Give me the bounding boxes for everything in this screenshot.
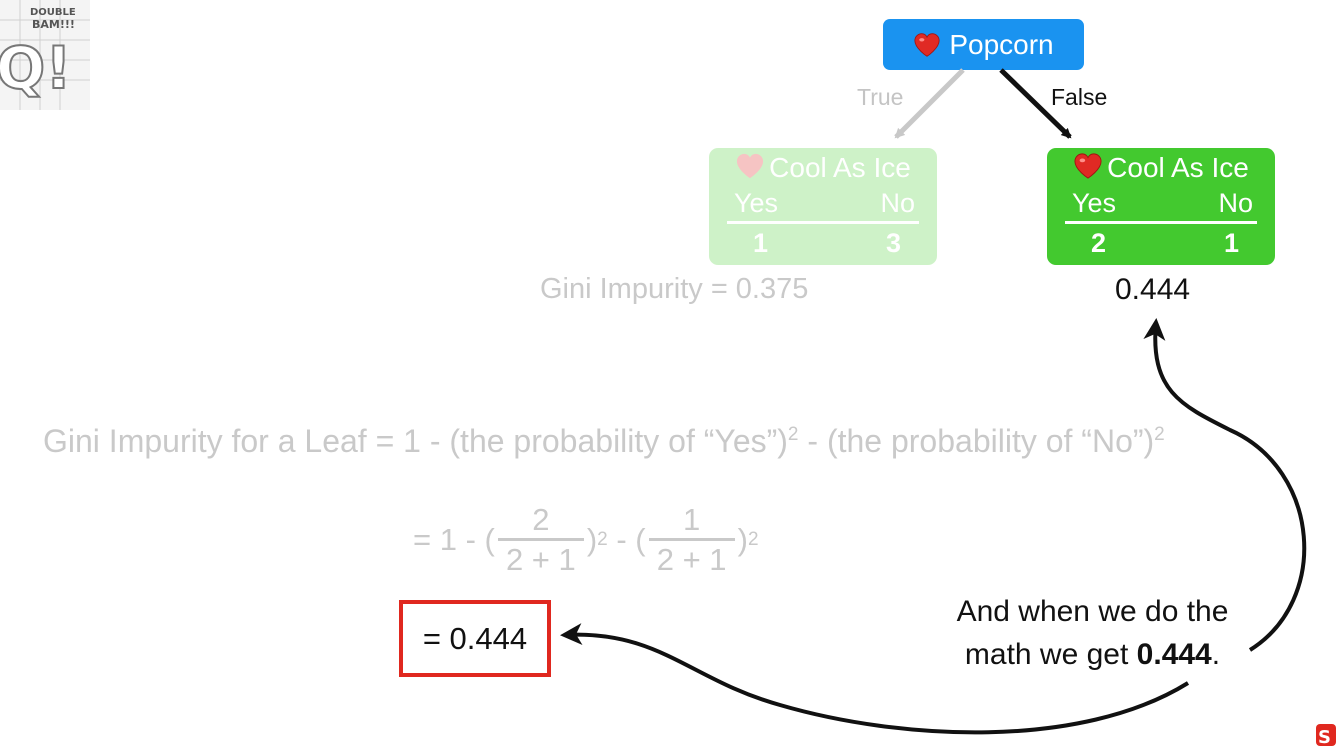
heart-icon (1073, 152, 1103, 180)
fraction-numerator: 1 (683, 501, 701, 537)
leaf-no-header: No (880, 188, 915, 218)
leaf-divider (727, 221, 919, 224)
leaf-yes-count: 2 (1091, 228, 1107, 258)
fraction-no: 1 2 + 1 (648, 501, 735, 579)
result-box: = 0.444 (399, 600, 551, 677)
svg-text:BAM!!!: BAM!!! (32, 18, 75, 31)
svg-text:DOUBLE: DOUBLE (30, 7, 76, 18)
leaf-no-count: 1 (1223, 228, 1239, 258)
gini-impurity-left: Gini Impurity = 0.375 (540, 273, 809, 305)
caption-text: math we get (964, 638, 1137, 671)
heart-icon (913, 32, 941, 58)
root-node-label: Popcorn (949, 28, 1054, 60)
fraction-bar (497, 537, 584, 541)
fraction-equation: = 1 - ( 2 2 + 1 )2 - ( 1 2 + 1 )2 (413, 500, 759, 580)
equation-prefix: = 1 - ( (413, 522, 495, 557)
leaf-yes-header: Yes (1072, 188, 1117, 218)
fraction-numerator: 2 (532, 501, 550, 537)
caption-bold-value: 0.444 (1136, 638, 1212, 671)
formula-mid: - (the probability of “No”) (798, 423, 1155, 459)
caption-period: . (1211, 638, 1221, 671)
edge-label-true: True (857, 84, 904, 110)
equation-close-2: ) (737, 522, 748, 557)
fraction-yes: 2 2 + 1 (497, 501, 584, 579)
corner-logo-icon: S (1314, 716, 1336, 748)
statquest-logo-icon: DOUBLE BAM!!! Q! (0, 0, 90, 110)
formula-lhs: Gini Impurity for a Leaf = 1 - (the prob… (43, 423, 788, 459)
leaf-divider (1065, 221, 1257, 224)
caption-line-2: math we get 0.444. (900, 633, 1285, 676)
gini-impurity-right: 0.444 (1115, 273, 1191, 306)
equation-sup-1: 2 (597, 529, 608, 550)
edge-label-false: False (1051, 84, 1108, 110)
gini-formula: Gini Impurity for a Leaf = 1 - (the prob… (43, 423, 1165, 460)
leaf-title: Cool As Ice (769, 152, 911, 183)
formula-sup-1: 2 (787, 424, 799, 445)
edge-true-arrow (894, 68, 965, 139)
leaf-no-count: 3 (885, 228, 901, 258)
leaf-node-left: Cool As Ice Yes No 1 3 (709, 148, 937, 265)
fraction-denominator: 2 + 1 (505, 541, 576, 577)
leaf-title: Cool As Ice (1107, 152, 1249, 183)
fraction-denominator: 2 + 1 (656, 541, 727, 577)
equation-mid: - ( (607, 522, 646, 557)
heart-icon (735, 152, 765, 180)
root-node-popcorn: Popcorn (883, 19, 1084, 70)
caption: And when we do the math we get 0.444. (900, 590, 1285, 676)
leaf-no-header: No (1218, 188, 1253, 218)
equation-close-1: ) (586, 522, 598, 557)
result-text: = 0.444 (422, 620, 528, 656)
svg-text:S: S (1318, 727, 1331, 746)
formula-sup-2: 2 (1154, 424, 1165, 445)
leaf-yes-count: 1 (753, 228, 769, 258)
leaf-node-right: Cool As Ice Yes No 2 1 (1047, 148, 1275, 265)
svg-text:Q!: Q! (0, 34, 72, 102)
caption-line-1: And when we do the (956, 595, 1229, 628)
fraction-bar (648, 537, 735, 541)
equation-sup-2: 2 (747, 529, 759, 550)
leaf-yes-header: Yes (734, 188, 779, 218)
